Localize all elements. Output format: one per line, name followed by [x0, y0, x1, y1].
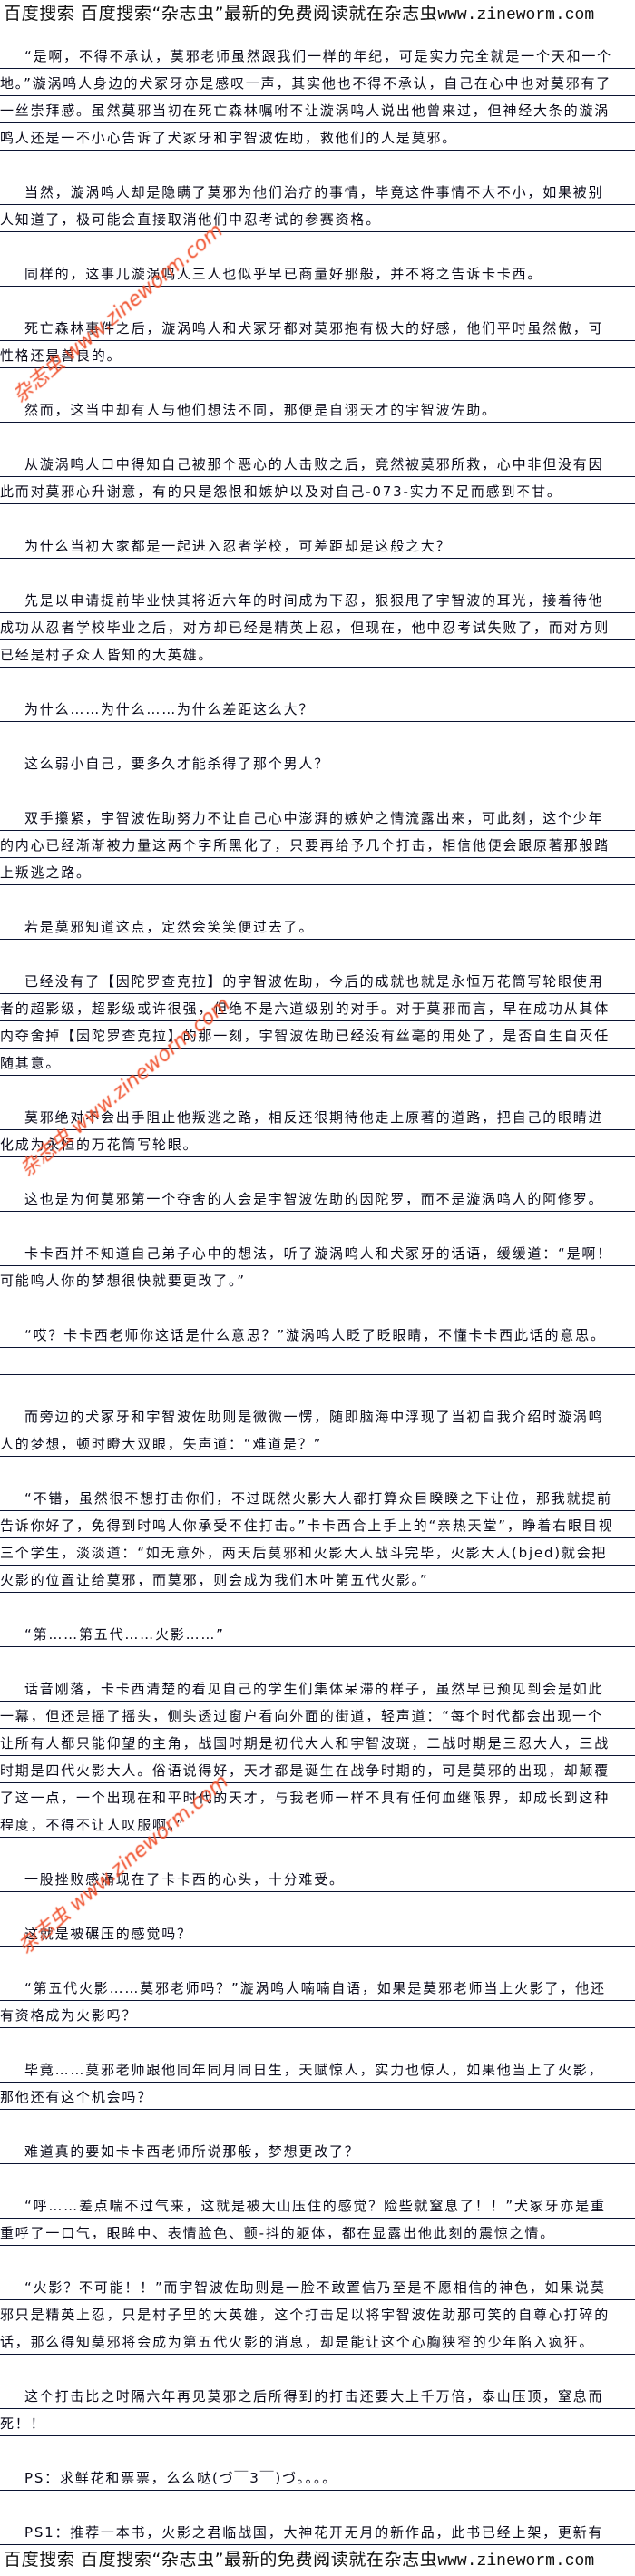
paragraph: “呼……差点喘不过气来，这就是被大山压住的感觉？险些就窒息了！！”犬冢牙亦是重重…	[0, 2192, 635, 2247]
paragraph: 而旁边的犬冢牙和宇智波佐助则是微微一愣，随即脑海中浮现了当初自我介绍时漩涡鸣人的…	[0, 1403, 635, 1458]
paragraph: 已经没有了【因陀罗查克拉】的宇智波佐助，今后的成就也就是永恒万花筒写轮眼使用者的…	[0, 968, 635, 1077]
paragraph: PS：求鲜花和票票，么么哒(づ￣3￣)づ。。。。	[0, 2464, 635, 2492]
paragraph: 当然，漩涡鸣人却是隐瞒了莫邪为他们治疗的事情，毕竟这件事情不大不小，如果被别人知…	[0, 179, 635, 233]
banner-text: 百度搜索 百度搜索“杂志虫”最新的免费阅读就在杂志虫	[4, 2550, 438, 2570]
site-banner-top: 百度搜索 百度搜索“杂志虫”最新的免费阅读就在杂志虫www.zineworm.c…	[0, 0, 635, 27]
paragraph: 然而，这当中却有人与他们想法不同，那便是自诩天才的宇智波佐助。	[0, 396, 635, 424]
paragraph: 莫邪绝对不会出手阻止他叛逃之路，相反还很期待他走上原著的道路，把自己的眼睛进化成…	[0, 1104, 635, 1158]
site-banner-bottom: 百度搜索 百度搜索“杂志虫”最新的免费阅读就在杂志虫www.zineworm.c…	[0, 2546, 635, 2573]
paragraph: 双手攥紧，宇智波佐助努力不让自己心中澎湃的嫉妒之情流露出来，可此刻，这个少年的内…	[0, 805, 635, 886]
paragraph: 为什么当初大家都是一起进入忍者学校，可差距却是这般之大？	[0, 532, 635, 560]
paragraph: 卡卡西并不知道自己弟子心中的想法，听了漩涡鸣人和犬冢牙的话语，缓缓道：“是啊！可…	[0, 1240, 635, 1294]
paragraph: “是啊，不得不承认，莫邪老师虽然跟我们一样的年纪，可是实力完全就是一个天和一个地…	[0, 43, 635, 151]
paragraph: “不错，虽然很不想打击你们，不过既然火影大人都打算众目睽睽之下让位，那我就提前告…	[0, 1485, 635, 1594]
banner-url[interactable]: www.zineworm.com	[437, 2552, 595, 2571]
paragraph: PS1：推荐一本书，火影之君临战国，大神花开无月的新作品，此书已经上架，更新有	[0, 2519, 635, 2546]
paragraph: 这个打击比之时隔六年再见莫邪之后所得到的打击还要大上千万倍，泰山压顶，窒息而死！…	[0, 2383, 635, 2437]
paragraph: 这么弱小自己，要多久才能杀得了那个男人？	[0, 750, 635, 777]
chapter-content: “是啊，不得不承认，莫邪老师虽然跟我们一样的年纪，可是实力完全就是一个天和一个地…	[0, 27, 635, 2546]
paragraph: 难道真的要如卡卡西老师所说那般，梦想更改了？	[0, 2138, 635, 2165]
paragraph: 为什么……为什么……为什么差距这么大？	[0, 696, 635, 723]
paragraph: “第……第五代……火影……”	[0, 1621, 635, 1648]
paragraph: “哎？卡卡西老师你这话是什么意思？”漩涡鸣人眨了眨眼睛，不懂卡卡西此话的意思。	[0, 1322, 635, 1349]
banner-url[interactable]: www.zineworm.com	[437, 6, 595, 24]
paragraph: 话音刚落，卡卡西清楚的看见自己的学生们集体呆滞的样子，虽然早已预见到会是如此一幕…	[0, 1675, 635, 1839]
paragraph: 同样的，这事儿漩涡鸣人三人也似乎早已商量好那般，并不将之告诉卡卡西。	[0, 260, 635, 288]
paragraph: 从漩涡鸣人口中得知自己被那个恶心的人击败之后，竟然被莫邪所救，心中非但没有因此而…	[0, 451, 635, 505]
blank-ruled-line	[0, 1349, 635, 1376]
banner-text: 百度搜索 百度搜索“杂志虫”最新的免费阅读就在杂志虫	[4, 4, 438, 24]
paragraph: 若是莫邪知道这点，定然会笑笑便过去了。	[0, 913, 635, 941]
paragraph: 这就是被碾压的感觉吗？	[0, 1920, 635, 1947]
paragraph: 死亡森林事件之后，漩涡鸣人和犬冢牙都对莫邪抱有极大的好感，他们平时虽然傲，可性格…	[0, 315, 635, 369]
paragraph: 毕竟……莫邪老师跟他同年同月同日生，天赋惊人，实力也惊人，如果他当上了火影，那他…	[0, 2056, 635, 2111]
paragraph: 这也是为何莫邪第一个夺舍的人会是宇智波佐助的因陀罗，而不是漩涡鸣人的阿修罗。	[0, 1186, 635, 1213]
paragraph: “火影？不可能！！”而宇智波佐助则是一脸不敢置信乃至是不愿相信的神色，如果说莫邪…	[0, 2274, 635, 2356]
paragraph: “第五代火影……莫邪老师吗？”漩涡鸣人喃喃自语，如果是莫邪老师当上火影了，他还有…	[0, 1975, 635, 2029]
paragraph: 一股挫败感涌现在了卡卡西的心头，十分难受。	[0, 1866, 635, 1893]
paragraph: 先是以申请提前毕业快其将近六年的时间成为下忍，狠狠甩了宇智波的耳光，接着待他成功…	[0, 587, 635, 668]
